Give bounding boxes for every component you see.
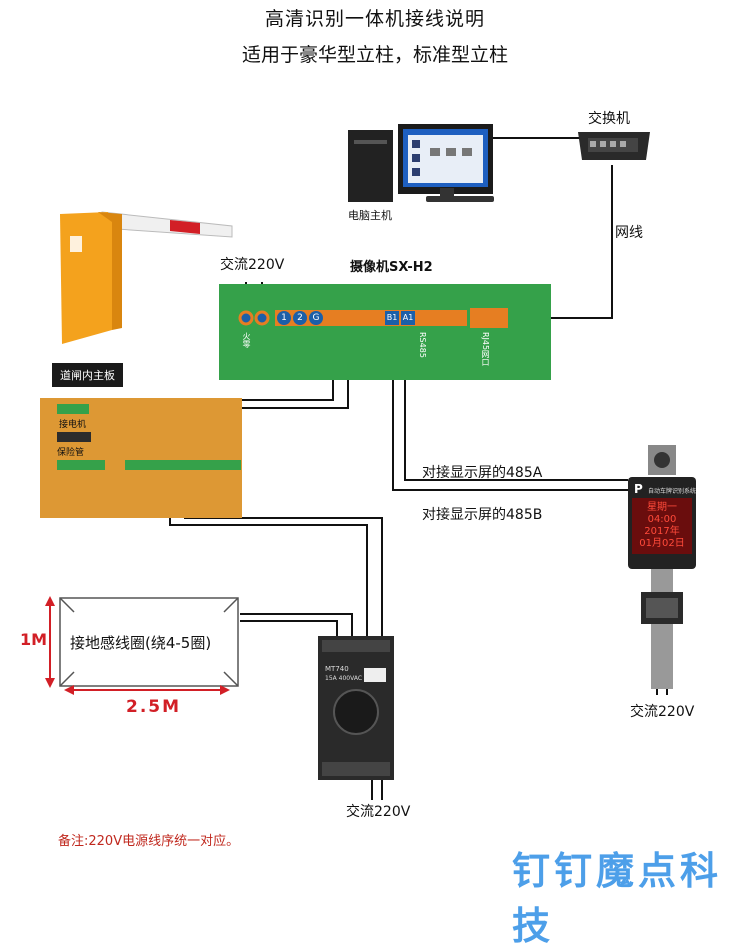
wiring-diagram (40, 124, 696, 800)
display-line-4: 01月02日 (639, 538, 685, 549)
fuse-label: 保险管 (57, 448, 85, 458)
barrier-board-label: 道闸内主板 (52, 363, 123, 387)
display-485b-label: 对接显示屏的485B (422, 507, 543, 523)
display-screen-text: 星期一 04:00 2017年 01月02日 (632, 502, 692, 550)
barrier-board-terminals (57, 404, 241, 470)
display-header: 自动车牌识别系统 (648, 488, 697, 495)
display-pole-icon (628, 445, 696, 689)
terminal-g: G (309, 311, 323, 325)
ac-bottom-label: 交流220V (346, 804, 411, 820)
camera-label: 摄像机SX-H2 (350, 260, 433, 275)
relay-spec: 15A 400VAC (325, 675, 363, 682)
relay-icon (318, 636, 394, 780)
display-p-logo: P (634, 482, 643, 496)
motor-label: 接电机 (59, 420, 87, 430)
loop-label: 接地感线圈(绕4-5圈) (70, 634, 212, 652)
barrier-gate-icon (60, 211, 233, 344)
ac-top-label: 交流220V (220, 257, 285, 273)
watermark: 钉钉魔点科技 (512, 849, 723, 948)
network-cable-label: 网线 (615, 225, 643, 241)
relay-model: MT740 (325, 665, 349, 673)
terminal-b1: B1 (385, 311, 399, 325)
terminal-a1: A1 (401, 311, 415, 325)
dim-height-label: 1M (20, 630, 48, 649)
display-485a-label: 对接显示屏的485A (422, 465, 543, 481)
terminal-2: 2 (293, 311, 307, 325)
switch-label: 交换机 (588, 111, 630, 127)
wires (169, 137, 668, 800)
footnote: 备注:220V电源线序统一对应。 (58, 834, 240, 849)
page-subtitle: 适用于豪华型立柱，标准型立柱 (241, 44, 508, 66)
ground-loop-icon (59, 597, 239, 687)
camera-rs485-sublabel: RS485 (418, 332, 427, 358)
camera-ethernet-sublabel: RJ45网口 (481, 332, 490, 367)
barrier-board (40, 398, 242, 518)
computer-icon (348, 124, 494, 202)
camera-power-sublabel: 火零 (242, 332, 251, 348)
page-title: 高清识别一体机接线说明 (264, 8, 485, 30)
computer-label: 电脑主机 (348, 209, 392, 222)
terminal-1: 1 (277, 311, 291, 325)
dim-width-label: 2.5M (126, 697, 182, 717)
dimension-arrows (45, 596, 230, 695)
display-line-1: 星期一 (647, 502, 677, 513)
camera-board (219, 284, 551, 380)
switch-icon (578, 132, 650, 160)
camera-terminals (238, 308, 508, 328)
ac-right-label: 交流220V (630, 704, 695, 720)
display-line-3: 2017年 (644, 526, 680, 537)
display-line-2: 04:00 (647, 514, 677, 525)
